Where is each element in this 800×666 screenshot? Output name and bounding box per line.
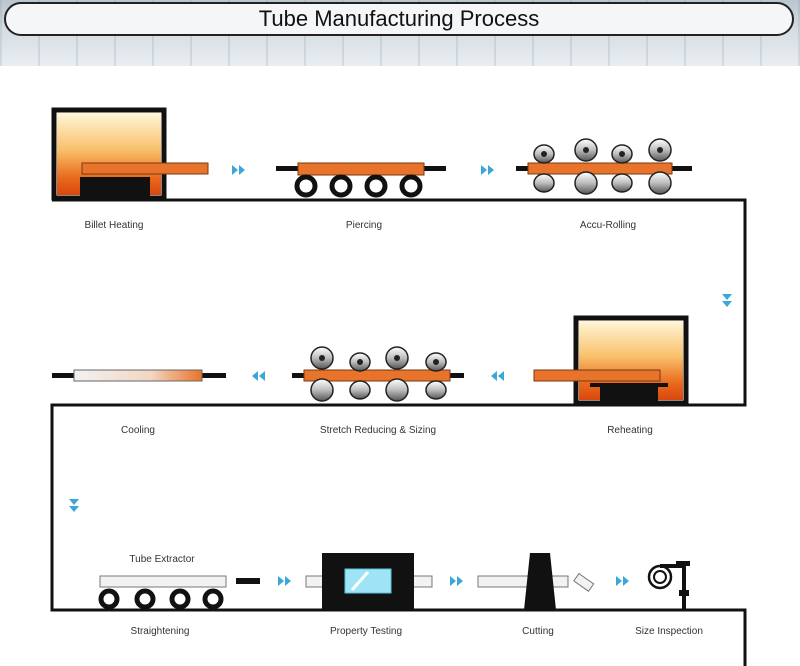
piercing-mill xyxy=(276,162,446,198)
arrow-down-icon xyxy=(722,294,732,307)
step-label-accu-rolling: Accu-Rolling xyxy=(579,220,637,231)
step-label-size-inspection: Size Inspection xyxy=(635,626,703,637)
step-label-property-testing: Property Testing xyxy=(329,626,403,637)
flow-connector xyxy=(50,198,747,666)
step-label-piercing: Piercing xyxy=(345,220,383,231)
page-title: Tube Manufacturing Process xyxy=(258,6,540,31)
billet xyxy=(81,162,209,175)
step-label-straightening: Straightening xyxy=(130,626,190,637)
step-label-cooling: Cooling xyxy=(121,425,155,436)
property-testing-unit xyxy=(305,553,433,611)
arrow-left-icon xyxy=(252,371,265,381)
stretch-reducing-mill xyxy=(292,346,464,402)
dash-connector xyxy=(236,578,260,584)
straightening-machine xyxy=(98,575,227,610)
step-label-tube-extractor: Tube Extractor xyxy=(129,554,195,565)
cooling-bed xyxy=(52,369,226,382)
arrow-right-icon xyxy=(616,576,629,586)
arrow-right-icon xyxy=(278,576,291,586)
arrow-right-icon xyxy=(481,165,494,175)
step-label-reheating: Reheating xyxy=(607,425,653,436)
process-diagram xyxy=(50,107,747,666)
arrow-right-icon xyxy=(450,576,463,586)
cutting-saw xyxy=(477,553,595,610)
reheating-furnace xyxy=(533,315,689,406)
arrow-right-icon xyxy=(232,165,245,175)
arrow-down-icon xyxy=(69,499,79,512)
step-label-cutting: Cutting xyxy=(522,626,554,637)
billet-heating-furnace xyxy=(51,107,209,201)
size-inspection-gauge xyxy=(647,561,690,610)
accu-rolling-mill xyxy=(516,138,692,195)
title-pill: Tube Manufacturing Process xyxy=(4,2,794,36)
step-label-billet-heating: Billet Heating xyxy=(84,220,144,231)
arrow-left-icon xyxy=(491,371,504,381)
title-banner: Tube Manufacturing Process xyxy=(0,0,800,66)
step-label-stretch-reducing-sizing: Stretch Reducing & Sizing xyxy=(319,425,437,436)
